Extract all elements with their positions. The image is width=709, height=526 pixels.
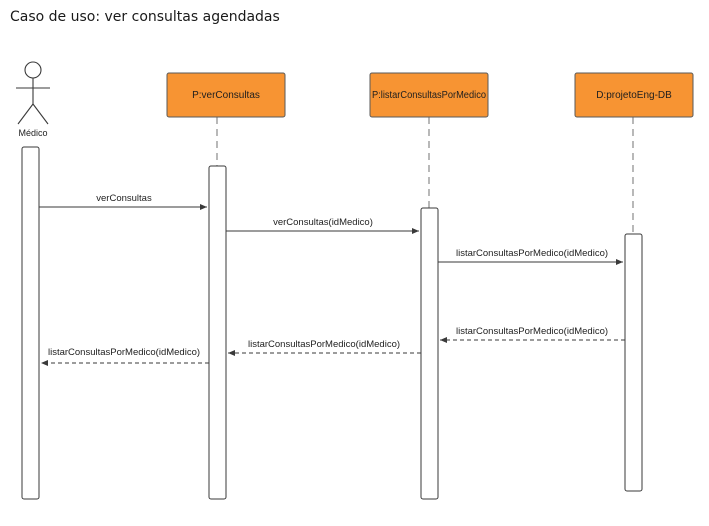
activation-verconsultas — [208, 165, 227, 500]
participant-listarconsultas: P:listarConsultasPorMedico — [369, 72, 489, 118]
message-listar-call: listarConsultasPorMedico(idMedico) — [438, 248, 623, 265]
message-listar-return-service: listarConsultasPorMedico(idMedico) — [228, 339, 421, 356]
message-label: listarConsultasPorMedico(idMedico) — [456, 326, 608, 337]
message-label: listarConsultasPorMedico(idMedico) — [48, 347, 200, 358]
message-label: listarConsultasPorMedico(idMedico) — [248, 339, 400, 350]
activation-medico — [21, 146, 40, 500]
actor-left-leg — [17, 103, 34, 125]
participant-verconsultas: P:verConsultas — [166, 72, 286, 118]
actor-right-leg — [32, 103, 49, 125]
message-label: listarConsultasPorMedico(idMedico) — [456, 248, 608, 259]
participant-label: P:verConsultas — [192, 90, 260, 101]
participant-db: D:projetoEng-DB — [574, 72, 694, 118]
actor-medico: Médico — [16, 61, 50, 138]
participant-label: D:projetoEng-DB — [596, 90, 672, 101]
message-verconsultas-idmedico: verConsultas(idMedico) — [226, 217, 419, 234]
message-listar-return-actor: listarConsultasPorMedico(idMedico) — [41, 347, 209, 366]
actor-head-icon — [24, 61, 42, 79]
message-label: verConsultas(idMedico) — [273, 217, 373, 228]
activation-db — [624, 233, 643, 492]
actor-label: Médico — [18, 128, 47, 138]
message-label: verConsultas — [96, 193, 152, 204]
diagram-title: Caso de uso: ver consultas agendadas — [10, 9, 280, 25]
activation-listarconsultas — [420, 207, 439, 500]
message-listar-return-db: listarConsultasPorMedico(idMedico) — [440, 326, 625, 343]
message-verconsultas: verConsultas — [39, 193, 207, 210]
participant-label: P:listarConsultasPorMedico — [372, 90, 486, 101]
